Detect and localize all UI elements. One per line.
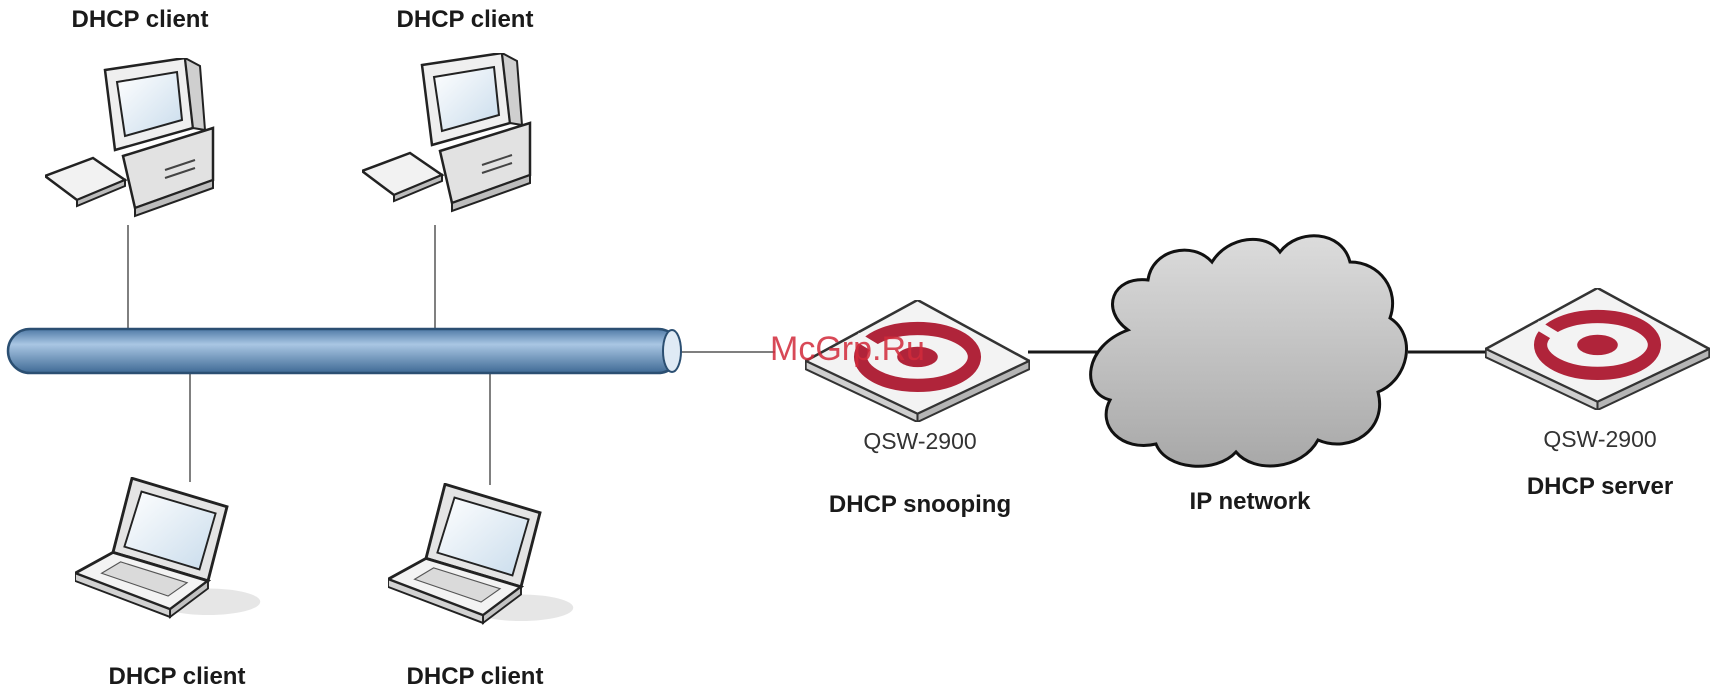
- snooping-switch-role-label: DHCP snooping: [800, 491, 1040, 519]
- ethernet-bus: [8, 329, 681, 373]
- ip-network-cloud: [1091, 236, 1407, 467]
- top-middle-client-computer: [362, 53, 530, 211]
- cloud-icon: [1091, 236, 1407, 467]
- ip-network-label: IP network: [1160, 488, 1340, 516]
- server-switch-model-label: QSW-2900: [1510, 426, 1690, 453]
- top-left-client-computer: [45, 58, 213, 216]
- snooping-switch-model-label: QSW-2900: [830, 428, 1010, 455]
- server-switch-role-label: DHCP server: [1490, 473, 1710, 501]
- desktop-computer-icon: [362, 53, 530, 211]
- bottom-left-client-laptop: [75, 478, 260, 617]
- bottom-left-client-label: DHCP client: [92, 663, 262, 691]
- laptop-icon: [388, 484, 573, 623]
- switch-icon: [1486, 288, 1710, 410]
- top-middle-client-label: DHCP client: [380, 6, 550, 34]
- server-switch: [1486, 288, 1710, 410]
- laptop-icon: [75, 478, 260, 617]
- top-left-client-label: DHCP client: [55, 6, 225, 34]
- bottom-middle-client-laptop: [388, 484, 573, 623]
- desktop-computer-icon: [45, 58, 213, 216]
- bottom-middle-client-label: DHCP client: [390, 663, 560, 691]
- watermark: McGrp.Ru: [770, 330, 925, 369]
